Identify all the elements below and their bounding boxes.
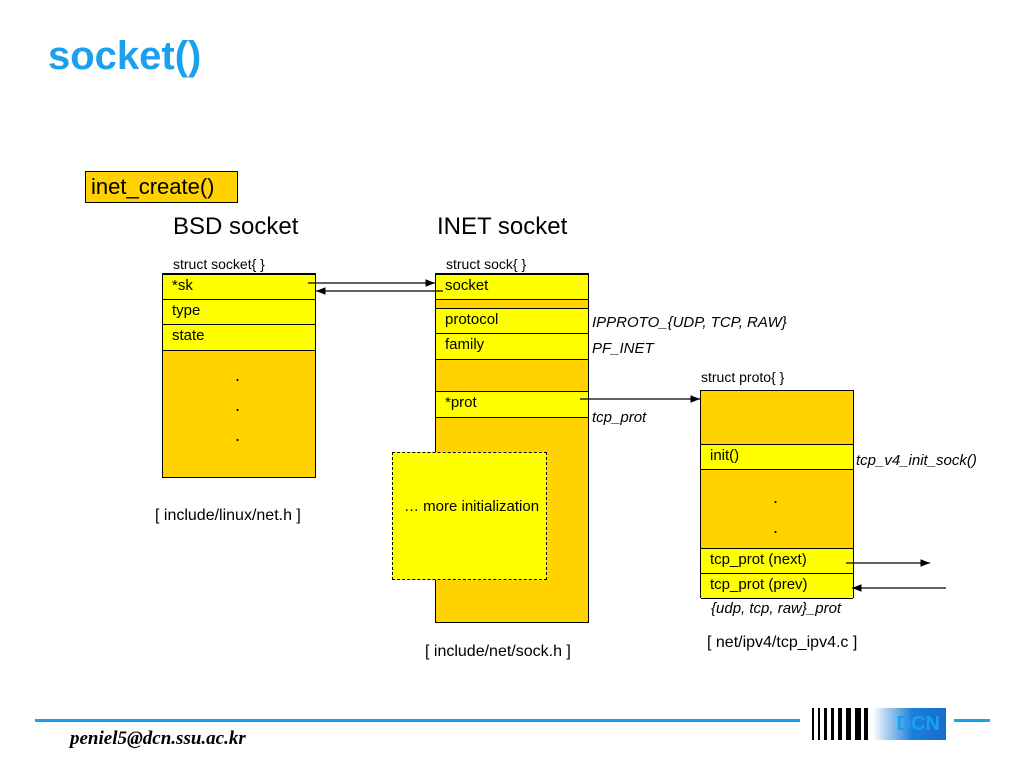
footer-email: peniel5@dcn.ssu.ac.kr [70, 728, 246, 749]
family-value: PF_INET [592, 340, 654, 357]
inet-struct-label: struct sock{ } [446, 256, 527, 272]
bsd-field-state: state [163, 324, 315, 351]
inet-file-path: [ include/net/sock.h ] [425, 643, 571, 660]
prot-value: tcp_prot [592, 409, 647, 426]
proto-list-value: {udp, tcp, raw}_prot [711, 600, 842, 617]
logo-text: DCN [896, 713, 940, 735]
footer-line [35, 719, 800, 722]
inet-socket-heading: INET socket [437, 213, 568, 240]
page-title: socket() [48, 34, 202, 78]
bsd-struct-label: struct socket{ } [173, 256, 265, 272]
barcode-icon [812, 708, 868, 740]
ellipsis-dot: . [773, 517, 779, 537]
ellipsis-dot: . [235, 395, 241, 415]
bsd-socket-heading: BSD socket [173, 213, 299, 240]
bsd-field-sk: *sk [163, 274, 315, 300]
ellipsis-dot: . [235, 365, 241, 385]
ellipsis-dot: . [235, 425, 241, 445]
proto-struct-label: struct proto{ } [701, 369, 785, 385]
proto-field-prev: tcp_prot (prev) [701, 573, 853, 599]
proto-file-path: [ net/ipv4/tcp_ipv4.c ] [707, 634, 858, 651]
inet-field-socket: socket [436, 274, 588, 300]
inet-field-prot: *prot [436, 391, 588, 418]
init-value: tcp_v4_init_sock() [856, 452, 977, 469]
inet-field-family: family [436, 333, 588, 360]
bsd-file-path: [ include/linux/net.h ] [155, 507, 301, 524]
function-label: inet_create() [85, 171, 238, 203]
more-initialization-note: … more initialization [392, 452, 547, 580]
dcn-logo: DCN [872, 708, 946, 740]
bsd-field-type: type [163, 299, 315, 325]
ellipsis-dot: . [773, 487, 779, 507]
proto-field-next: tcp_prot (next) [701, 548, 853, 574]
bsd-socket-struct: *sk type state . . . [162, 273, 316, 478]
proto-struct: init() . . tcp_prot (next) tcp_prot (pre… [700, 390, 854, 599]
proto-field-init: init() [701, 444, 853, 470]
protocol-value: IPPROTO_{UDP, TCP, RAW} [592, 314, 787, 331]
inet-field-protocol: protocol [436, 308, 588, 334]
footer-line-right [954, 719, 990, 722]
